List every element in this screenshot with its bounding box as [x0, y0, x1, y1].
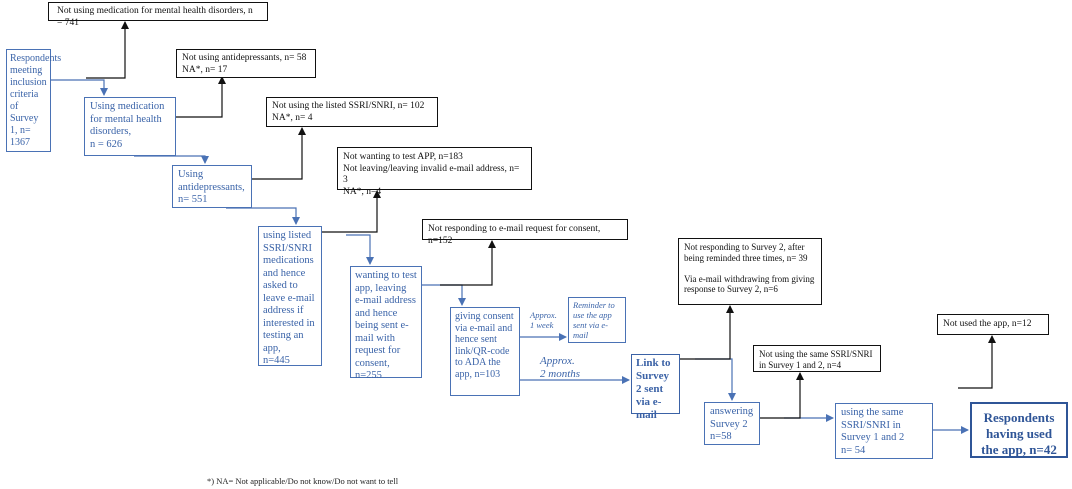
excl-arrow-5	[440, 240, 496, 286]
final-respondents-box: Respondents having used the app, n=42	[970, 402, 1068, 458]
respondents-box: Respondents meeting inclusion criteria o…	[6, 49, 61, 152]
flow-arrow-4	[346, 234, 374, 265]
wanting-to-test-box: wanting to test app, leaving e-mail addr…	[350, 266, 422, 381]
flow-arrow-2	[134, 155, 209, 164]
excl-same-ssri-box: Not using the same SSRI/SNRI in Survey 1…	[753, 345, 881, 372]
flow-arrow-3	[226, 207, 300, 225]
excl-arrow-8	[958, 335, 996, 389]
using-medication-box: Using medication for mental health disor…	[84, 97, 176, 156]
footnote: *) NA= Not applicable/Do not know/Do not…	[207, 476, 399, 486]
using-same-ssri-box: using the same SSRI/SNRI in Survey 1 and…	[835, 403, 933, 459]
excl-survey2-box: Not responding to Survey 2, after being …	[678, 238, 822, 305]
excl-arrow-3	[252, 127, 306, 180]
excl-consent-box: Not responding to e-mail request for con…	[422, 219, 628, 246]
excl-medication-box: Not using medication for mental health d…	[48, 2, 268, 28]
excl-ssri-box: Not using the listed SSRI/SNRI, n= 102 N…	[266, 97, 438, 127]
excl-arrow-6	[680, 305, 734, 360]
link-survey2-box: Link to Survey 2 sent via e-mail	[631, 354, 680, 421]
interval-1week-label: Approx. 1 week	[530, 310, 557, 330]
using-listed-ssri-box: using listed SSRI/SNRI medications and h…	[258, 226, 322, 366]
excl-antidepressants-box: Not using antidepressants, n= 58 NA*, n=…	[176, 49, 316, 78]
excl-test-app-box: Not wanting to test APP, n=183 Not leavi…	[337, 147, 532, 197]
flow-arrow-6	[695, 358, 736, 401]
interval-2months-label: Approx. 2 months	[540, 355, 581, 380]
excl-arrow-4	[322, 190, 381, 233]
excl-not-used-box: Not used the app, n=12	[937, 314, 1049, 335]
giving-consent-box: giving consent via e-mail and hence sent…	[450, 307, 520, 396]
excl-arrow-1	[86, 21, 129, 79]
flow-arrow-5	[422, 284, 466, 306]
excl-arrow-7	[760, 372, 804, 419]
excl-arrow-2	[176, 76, 226, 118]
flow-arrow-1	[50, 79, 108, 96]
using-antidepressants-box: Using antidepressants, n= 551	[172, 165, 252, 208]
reminder-box: Reminder to use the app sent via e-mail	[568, 297, 626, 343]
answering-survey2-box: answering Survey 2 n=58	[704, 402, 760, 445]
